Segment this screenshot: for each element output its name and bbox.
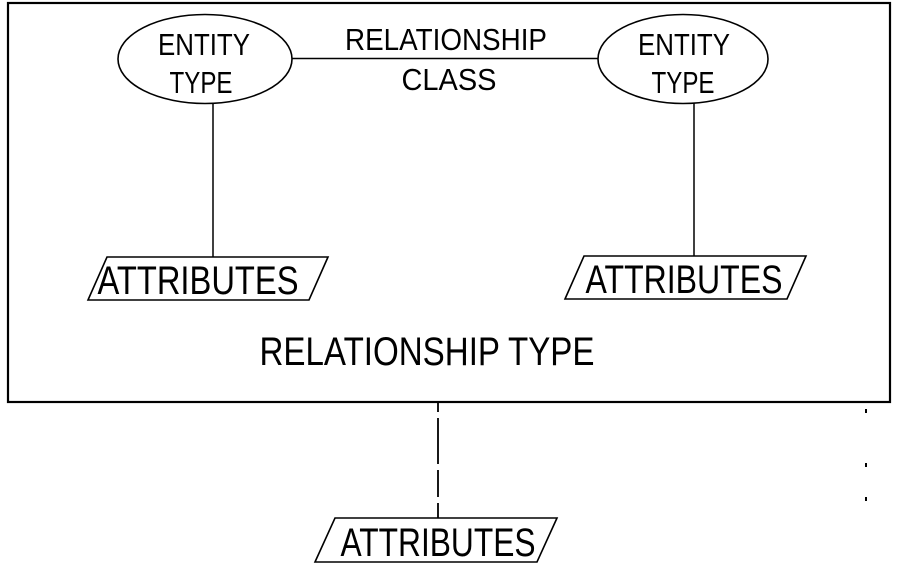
attributes-bottom-label: ATTRIBUTES <box>341 521 536 564</box>
entity-type-left-ellipse <box>117 13 293 105</box>
entity-type-right-label-line1: ENTITY <box>638 27 730 62</box>
entity-type-right-label-line2: TYPE <box>652 65 715 100</box>
relationship-class-label-line2: CLASS <box>402 62 497 97</box>
attributes-bottom-parallelogram <box>313 517 559 563</box>
attributes-right-parallelogram <box>563 255 808 300</box>
relationship-type-label: RELATIONSHIP TYPE <box>260 330 595 374</box>
attributes-right-label: ATTRIBUTES <box>586 258 783 302</box>
entity-type-left-label-line1: ENTITY <box>158 27 250 62</box>
relationship-class-label-line1: RELATIONSHIP <box>345 22 547 57</box>
relationship-type-frame <box>6 1 892 404</box>
attributes-left-label: ATTRIBUTES <box>98 259 299 303</box>
entity-type-right-ellipse <box>597 13 769 105</box>
entity-type-left-label-line2: TYPE <box>170 65 233 100</box>
attributes-left-parallelogram <box>86 256 330 301</box>
